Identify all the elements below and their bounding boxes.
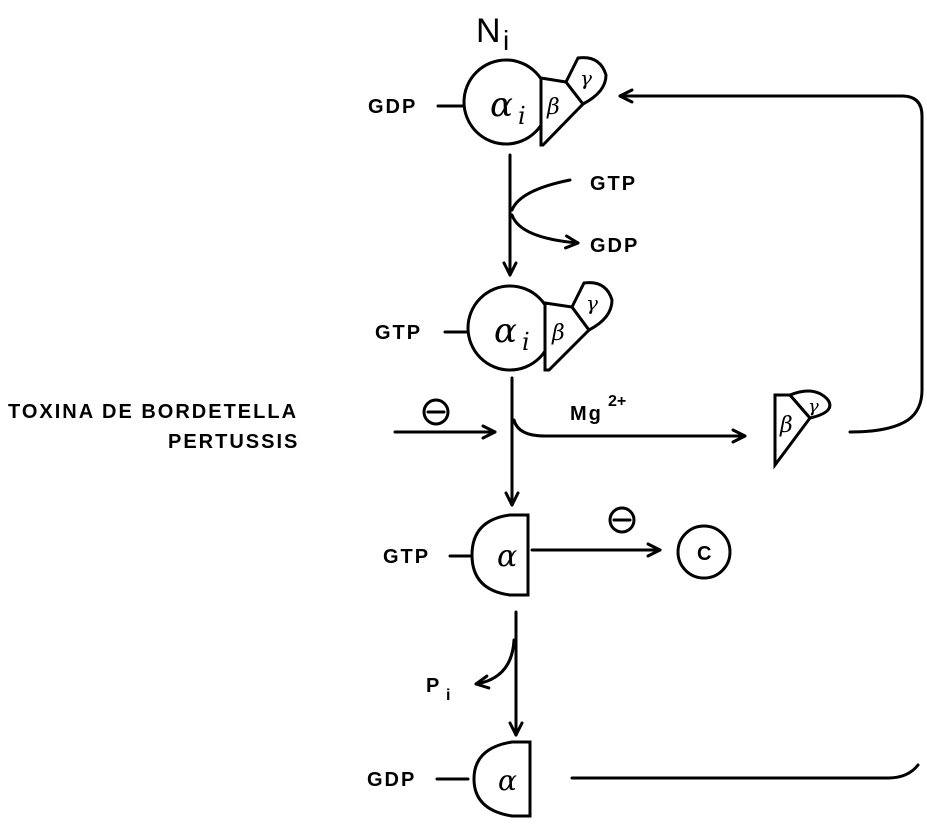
- gdp-top-label: GDP: [368, 96, 417, 118]
- gdp-out-label: GDP: [590, 235, 639, 257]
- gamma-label: γ: [580, 66, 592, 90]
- mg-branch-arrow: [514, 420, 745, 436]
- alpha-label: α: [490, 85, 513, 125]
- alpha-gdp-subunit: α: [474, 742, 530, 816]
- inhibit-symbol: [424, 400, 448, 424]
- title-n: N: [476, 12, 501, 50]
- gtp-in-label: GTP: [590, 173, 637, 195]
- title-subscript: i: [503, 25, 509, 56]
- gamma-label: γ: [586, 291, 598, 315]
- pi-label: P: [426, 675, 441, 697]
- gdp-bottom-label: GDP: [367, 769, 416, 791]
- beta-label: β: [779, 413, 793, 438]
- pi-release-arrow: [476, 640, 514, 684]
- alpha-label: α: [498, 764, 517, 797]
- gtp-in-curve: [512, 180, 570, 210]
- gamma-label: γ: [808, 396, 819, 417]
- alpha-label: α: [497, 539, 517, 574]
- recycle-arrow-upper: [620, 96, 922, 432]
- ni-complex-gdp: α i β γ: [464, 58, 606, 145]
- alpha-label: α: [494, 311, 517, 351]
- alpha-gtp-subunit: α: [472, 515, 528, 595]
- gdp-out-curve: [512, 215, 578, 243]
- mg-label: Mg: [570, 403, 603, 425]
- pi-subscript: i: [446, 687, 450, 704]
- gtp-third-label: GTP: [383, 546, 430, 568]
- alpha-sub-label: i: [518, 102, 526, 130]
- effector-c: C: [678, 526, 730, 578]
- effector-label: C: [697, 543, 711, 565]
- ni-complex-gtp: α i β γ: [468, 283, 612, 370]
- alpha-sub-label: i: [522, 328, 530, 356]
- recycle-line-lower: [572, 765, 918, 778]
- inhibit-symbol-effector: [610, 508, 634, 532]
- toxin-line2-label: PERTUSSIS: [168, 431, 299, 453]
- gtp-second-label: GTP: [375, 322, 422, 344]
- toxin-line1-label: TOXINA DE BORDETELLA: [8, 401, 298, 423]
- beta-label: β: [546, 95, 560, 120]
- beta-label: β: [551, 321, 565, 346]
- beta-gamma-dimer: β γ: [775, 391, 830, 465]
- mg-superscript: 2+: [608, 393, 626, 410]
